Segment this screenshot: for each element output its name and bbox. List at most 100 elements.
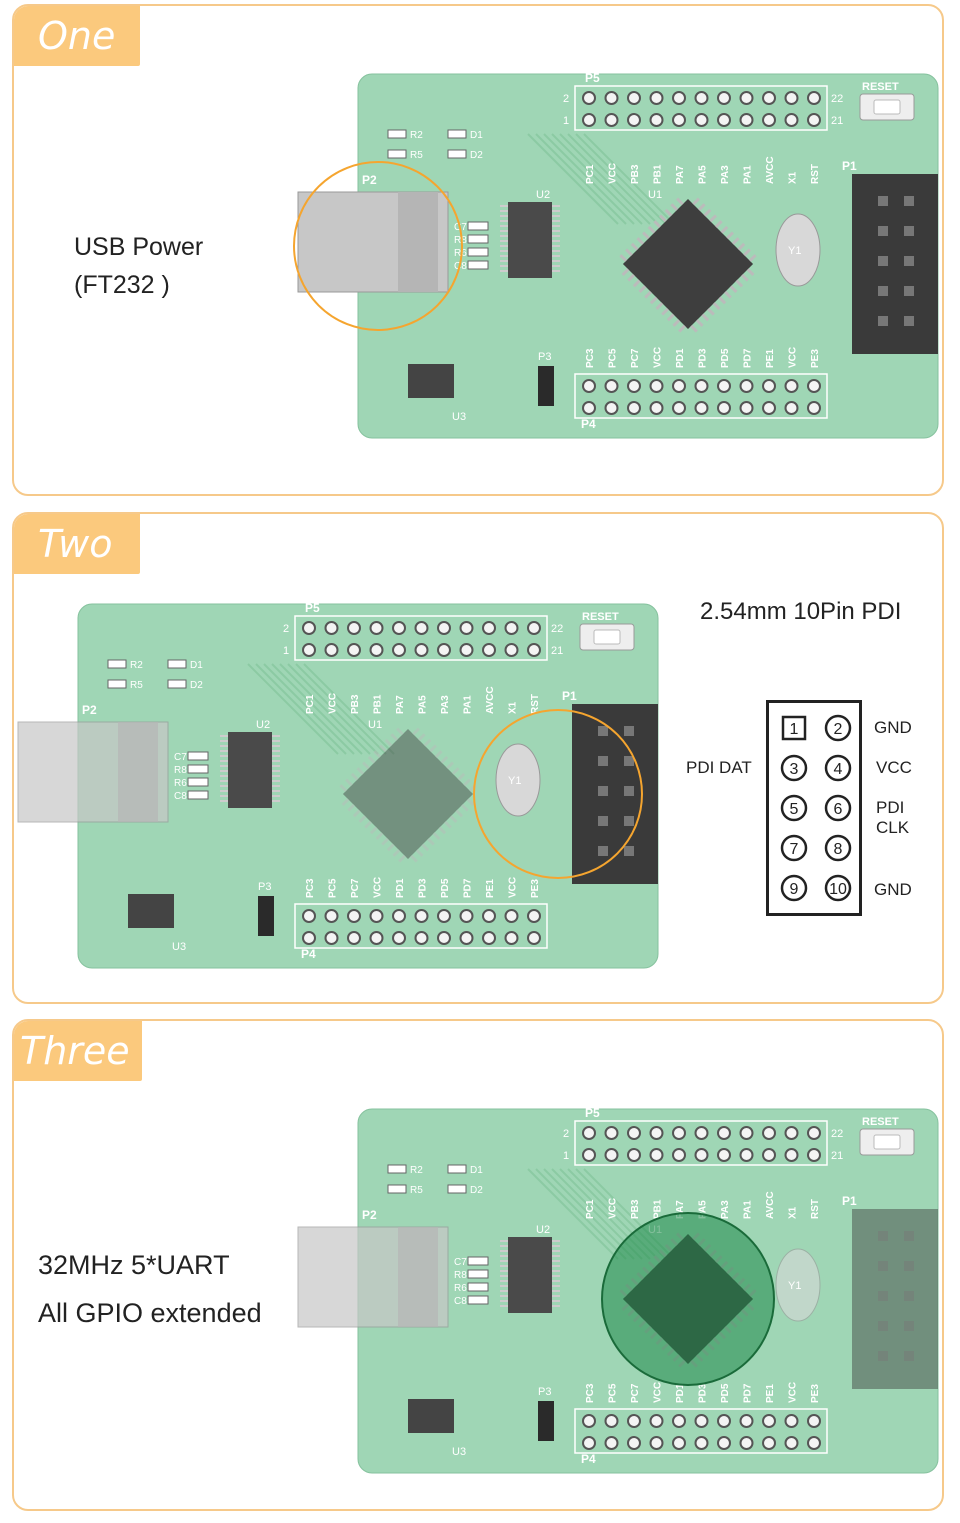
pin-name: PD5 <box>720 348 731 368</box>
trace <box>551 133 643 225</box>
part-label: R6 <box>454 1283 467 1294</box>
header-pin <box>784 401 799 415</box>
header-pin <box>694 379 709 393</box>
row-number: 2 <box>563 93 569 105</box>
chip-lead <box>220 780 228 782</box>
chip-lead <box>500 230 508 232</box>
pdi-pin <box>624 846 634 856</box>
pin-name: PA7 <box>675 165 686 184</box>
regulator <box>408 364 454 398</box>
ftdi-chip <box>228 732 272 808</box>
chip-lead <box>220 735 228 737</box>
header-pin <box>784 113 799 127</box>
header-pin <box>324 643 339 657</box>
caption-line: USB Power <box>74 233 204 261</box>
pdi-pin <box>598 756 608 766</box>
chip-lead <box>449 815 458 823</box>
chip-lead <box>552 1295 560 1297</box>
header-label: P4 <box>581 1452 596 1466</box>
chip-lead <box>220 745 228 747</box>
chip-lead <box>552 1300 560 1302</box>
header-pin <box>324 621 339 635</box>
header-pin <box>582 91 596 105</box>
chip-lead <box>697 203 706 211</box>
header-pin <box>414 909 429 923</box>
chip-lead <box>714 220 723 228</box>
pin-name: PD1 <box>675 1383 686 1403</box>
reset-button-cap <box>593 629 621 645</box>
pdi-connector-label: P1 <box>842 1194 857 1208</box>
chip-lead <box>552 265 560 267</box>
chip-lead <box>220 795 228 797</box>
pin-name: PC1 <box>585 1199 596 1219</box>
zoom-circle <box>602 1213 774 1385</box>
trace <box>575 133 667 225</box>
pin-number: 7 <box>790 841 799 858</box>
chip-lead <box>552 250 560 252</box>
trace <box>535 1168 627 1260</box>
chip-lead <box>379 744 387 753</box>
header-pin <box>527 909 541 923</box>
pin-circle <box>824 794 852 822</box>
chip-lead <box>500 225 508 227</box>
pin-label-pdi-dat: PDI DAT <box>686 758 752 777</box>
pin-name: VCC <box>508 877 519 898</box>
chip-lead <box>552 1250 560 1252</box>
chip-lead <box>552 1275 560 1277</box>
header-pin <box>694 1148 709 1162</box>
header-pin <box>672 379 686 393</box>
pin-name: PA5 <box>418 695 429 714</box>
pin-name: VCC <box>788 1382 799 1403</box>
pin-name: X1 <box>508 701 519 714</box>
part-label: R5 <box>410 1185 423 1196</box>
pdi-pin <box>904 1261 914 1271</box>
chip-label: U1 <box>368 719 382 731</box>
pin-name: PB1 <box>373 694 384 714</box>
chip-lead <box>220 785 228 787</box>
pin-name: PA1 <box>463 695 474 714</box>
header-pin <box>672 1414 686 1428</box>
pdi-pin <box>624 816 634 826</box>
pin-name: PC3 <box>305 878 316 898</box>
part-label: R2 <box>410 130 423 141</box>
pin-number: 5 <box>790 801 799 818</box>
chip-lead <box>369 826 378 835</box>
header-pin <box>302 643 316 657</box>
chip-lead <box>220 755 228 757</box>
header-pin <box>604 379 619 393</box>
usb-label: P2 <box>362 1208 377 1222</box>
header-pin <box>392 931 406 945</box>
header-pin <box>482 621 496 635</box>
part-label: P3 <box>538 351 551 363</box>
pin-name: PC3 <box>585 348 596 368</box>
header-pin <box>627 113 641 127</box>
header-pin <box>694 1414 709 1428</box>
chip-lead <box>500 1305 508 1307</box>
header-pin <box>324 909 339 923</box>
pin-name: VCC <box>788 347 799 368</box>
pin-circle <box>824 874 852 902</box>
chip-lead <box>373 750 382 758</box>
header-pin <box>784 1414 799 1428</box>
chip-lead <box>350 772 359 781</box>
pin-name: PD7 <box>463 878 474 898</box>
chip-lead <box>661 307 669 316</box>
header-pin <box>369 643 384 657</box>
chip-lead <box>220 760 228 762</box>
header-pin <box>582 1148 596 1162</box>
pin-name: PC3 <box>585 1383 596 1403</box>
pin-name: PD7 <box>743 1383 754 1403</box>
smd-part <box>467 221 489 231</box>
chip-lead <box>421 843 430 852</box>
header-pin <box>717 1436 731 1450</box>
pin-circle <box>824 714 852 742</box>
chip-lead <box>500 270 508 272</box>
usb-label: P2 <box>82 703 97 717</box>
row-number: 21 <box>831 1150 843 1162</box>
pdi-pin <box>878 226 888 236</box>
section-tag-text: Three <box>20 1029 130 1073</box>
chip-lead <box>410 854 418 863</box>
chip-lead <box>272 740 280 742</box>
pin-number: 3 <box>790 761 799 778</box>
